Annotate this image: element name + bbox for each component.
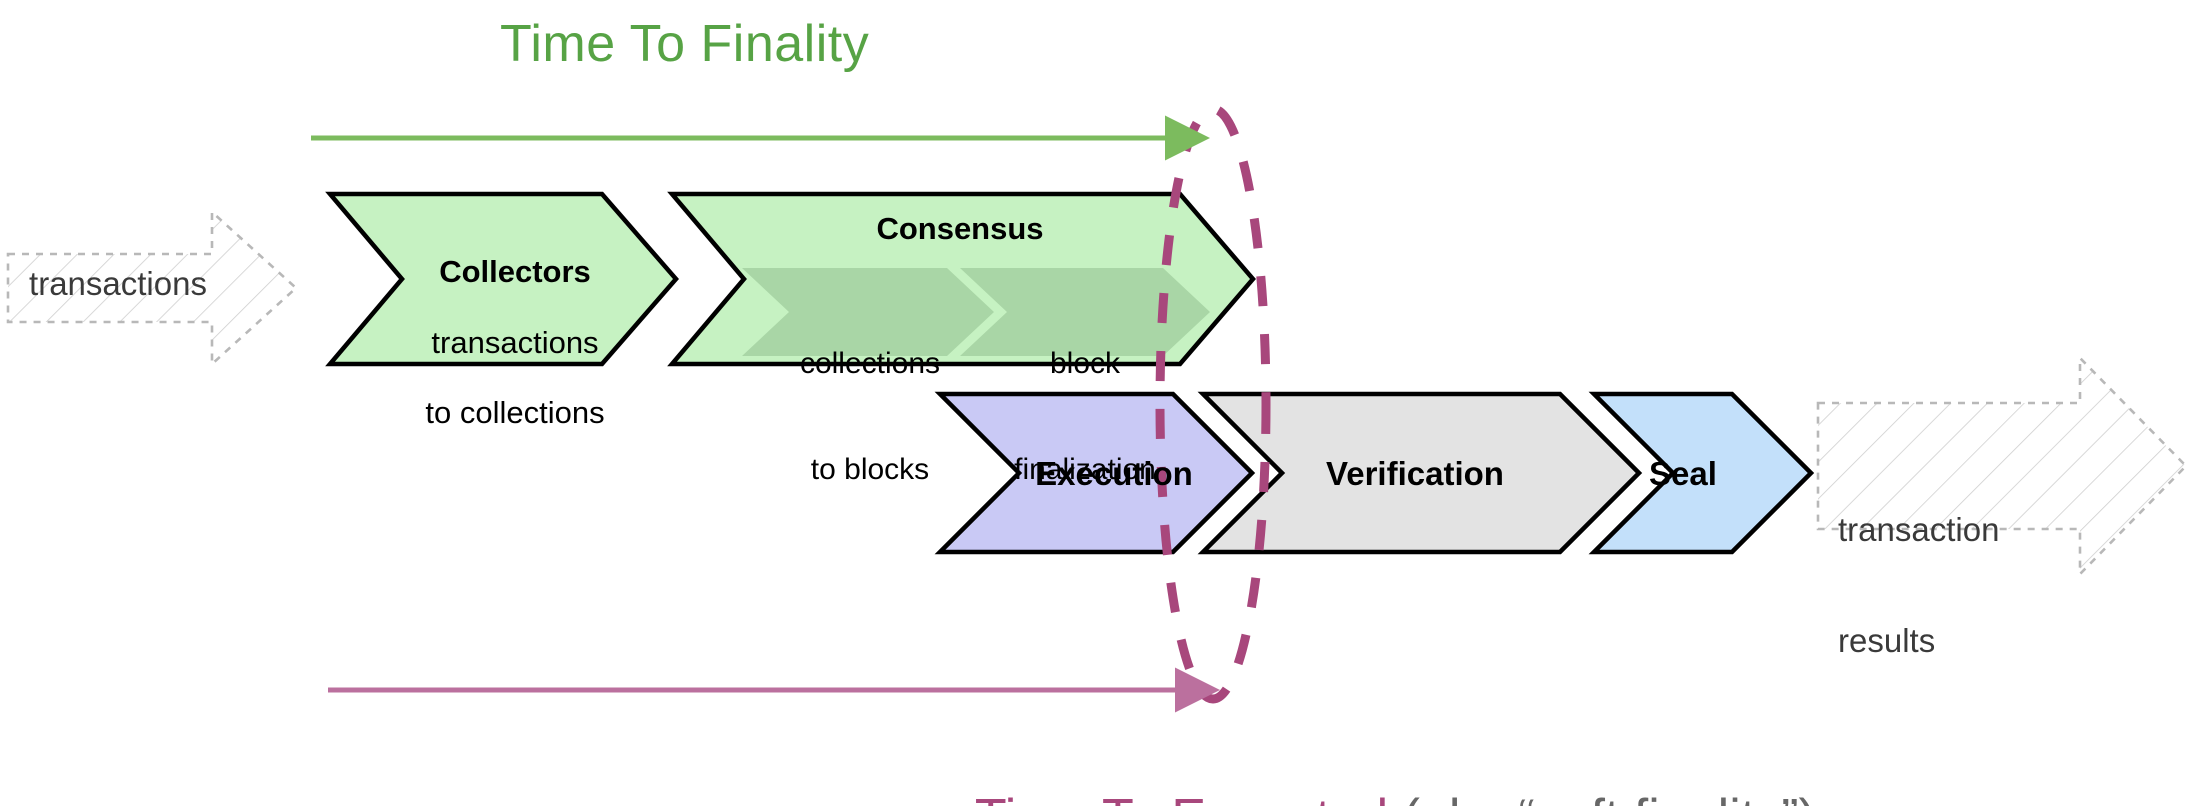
soft-finality-note: (aka “soft finality”) bbox=[1388, 789, 1816, 806]
seal-chevron[interactable] bbox=[1588, 391, 1815, 555]
time-to-executed-label: Time To Executed bbox=[975, 789, 1388, 806]
verification-chevron[interactable] bbox=[1197, 391, 1643, 555]
time-to-executed-caption: Time To Executed (aka “soft finality”) bbox=[918, 728, 1816, 806]
block-finalization-inner-chevron[interactable] bbox=[960, 268, 1210, 356]
transaction-results-output-arrow bbox=[1816, 354, 2188, 578]
collectors-chevron[interactable] bbox=[325, 191, 679, 367]
execution-chevron[interactable] bbox=[934, 391, 1256, 555]
collections-to-blocks-inner-chevron[interactable] bbox=[742, 268, 994, 356]
transactions-input-arrow bbox=[6, 209, 298, 367]
